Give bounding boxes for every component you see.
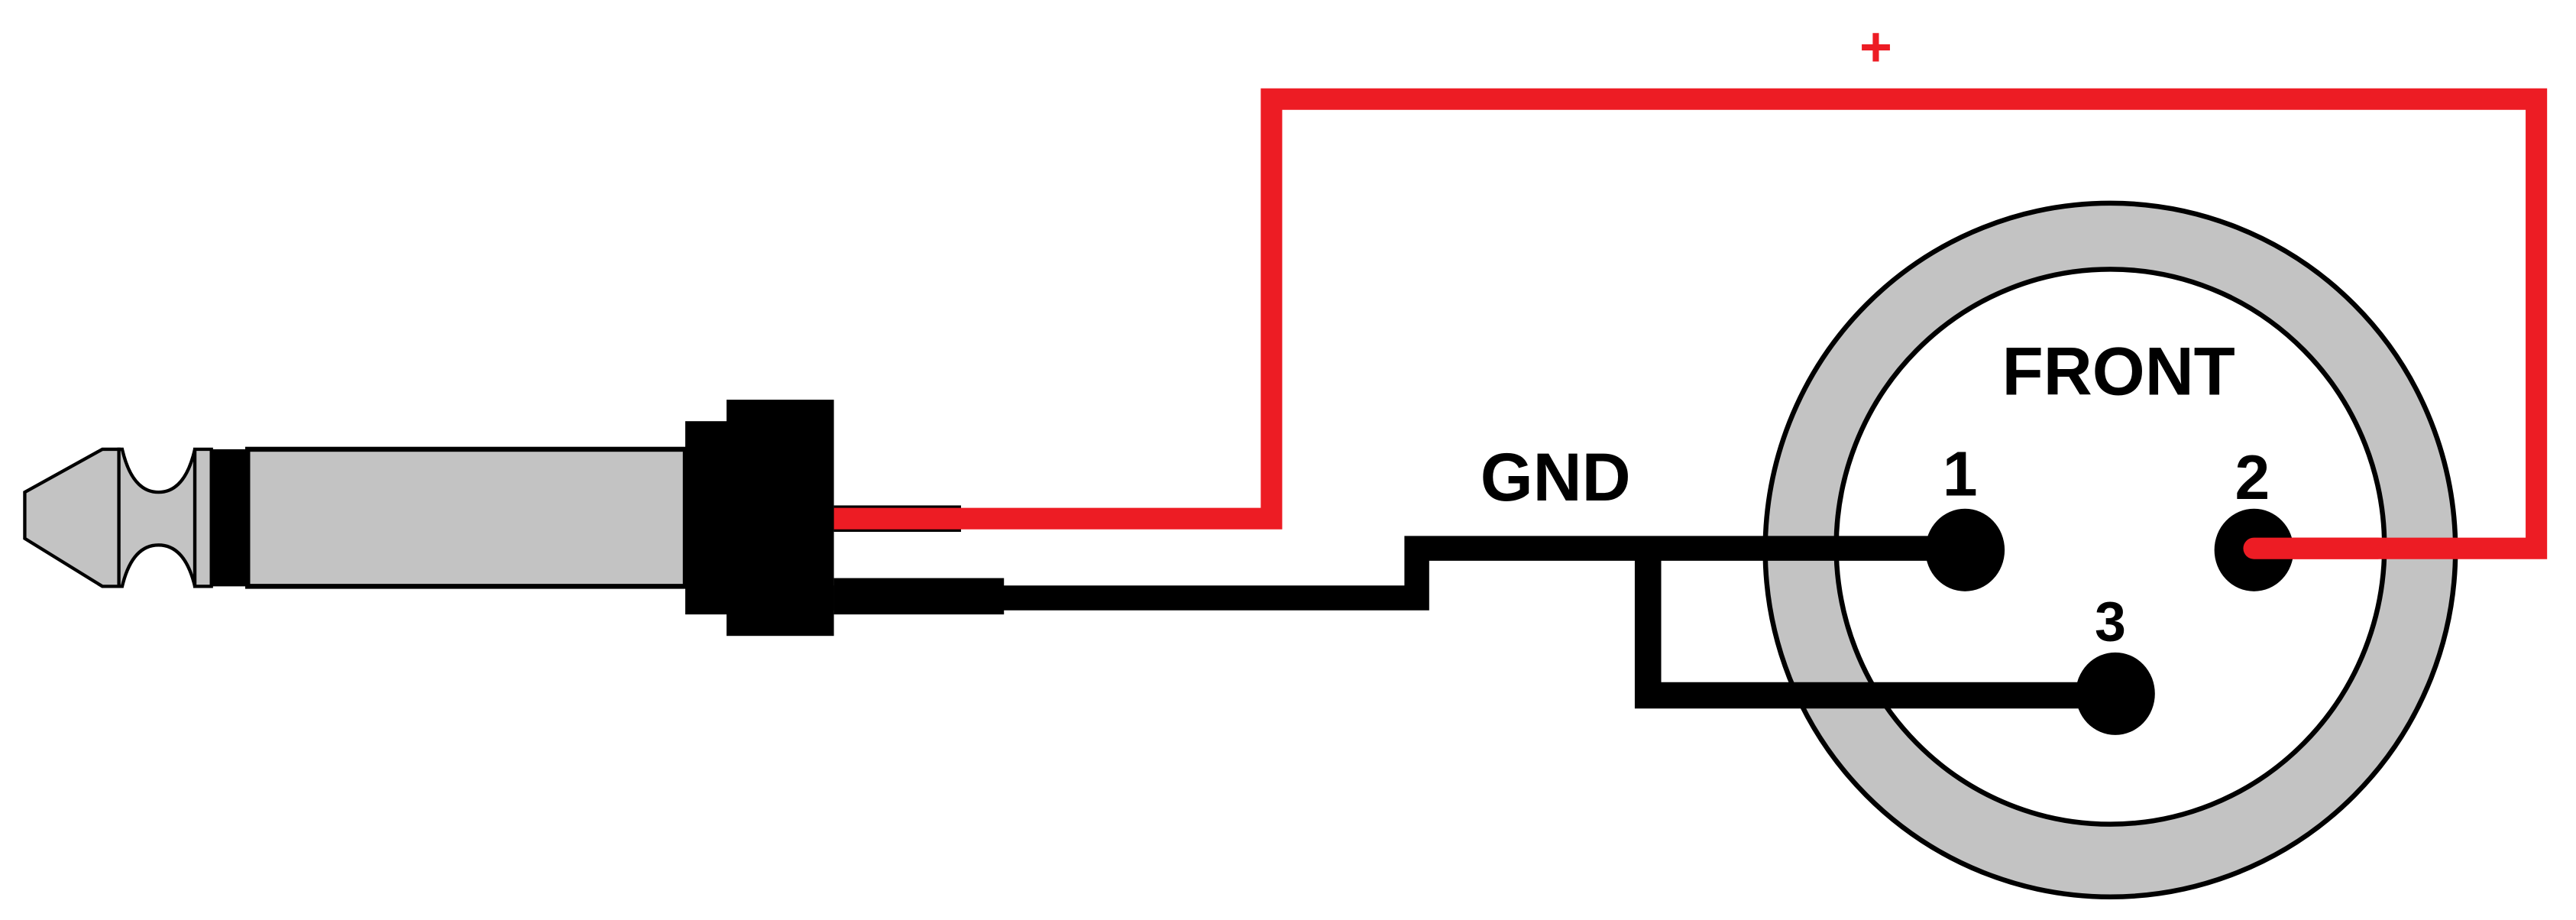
jack-body <box>727 400 834 637</box>
plus-label: + <box>1859 15 1892 78</box>
gnd-label: GND <box>1481 439 1631 515</box>
trs-jack-plug <box>23 400 834 637</box>
jack-ring <box>193 447 213 588</box>
jack-tip <box>23 447 121 588</box>
xlr-pin-3 <box>2076 652 2155 735</box>
jack-insulator <box>211 449 248 587</box>
hot-wire <box>833 88 2548 559</box>
jack-sleeve <box>244 446 688 589</box>
xlr-pin-1 <box>1925 508 2005 591</box>
pin-1-label: 1 <box>1943 439 1978 509</box>
front-label: FRONT <box>2002 334 2235 410</box>
ground-wire <box>833 536 2114 709</box>
jack-collar <box>685 421 729 615</box>
pin-2-label: 2 <box>2235 443 2270 513</box>
pin-3-label: 3 <box>2095 590 2126 653</box>
jack-tip-groove <box>117 447 197 588</box>
